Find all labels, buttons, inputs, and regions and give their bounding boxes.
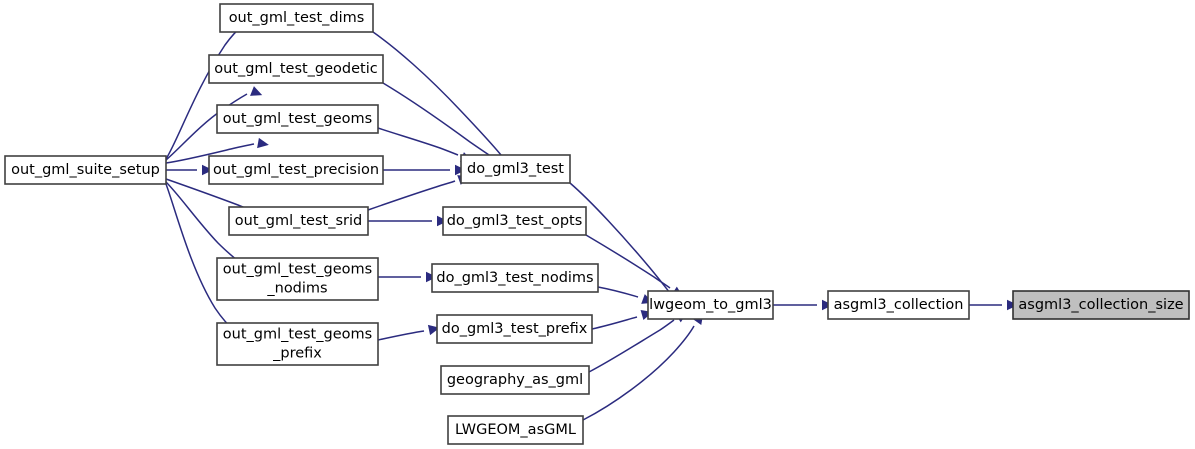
edge-asgml3_collection-to-asgml3_collection_size [969, 299, 1018, 311]
node-box[interactable] [4, 155, 167, 185]
edge-line [165, 143, 255, 164]
node-box[interactable] [442, 206, 587, 236]
node-out_gml_test_geoms_nodims[interactable]: out_gml_test_geoms_nodims [216, 257, 379, 301]
edge-line [588, 319, 675, 373]
edge-line [569, 182, 671, 294]
edge-lwgeom_to_gml3-to-asgml3_collection [773, 299, 833, 311]
arrowhead-icon [202, 164, 213, 176]
edge-line [377, 330, 425, 341]
edge-line [367, 180, 456, 211]
edge-line [372, 31, 502, 156]
node-do_gml3_test_prefix[interactable]: do_gml3_test_prefix [436, 314, 593, 344]
edge-line [597, 286, 639, 298]
node-do_gml3_test[interactable]: do_gml3_test [460, 154, 571, 184]
edge-do_gml3_test_prefix-to-lwgeom_to_gml3 [591, 310, 653, 330]
arrowhead-icon [250, 86, 263, 96]
node-do_gml3_test_opts[interactable]: do_gml3_test_opts [442, 206, 587, 236]
node-out_gml_suite_setup[interactable]: out_gml_suite_setup [4, 155, 167, 185]
node-out_gml_test_geoms_prefix[interactable]: out_gml_test_geoms_prefix [216, 322, 379, 366]
node-box[interactable] [447, 415, 584, 445]
node-box[interactable] [647, 290, 774, 320]
edge-line [585, 234, 671, 289]
edge-line [591, 316, 638, 330]
node-lwgeom_to_gml3[interactable]: lwgeom_to_gml3 [647, 290, 774, 320]
edge-line [582, 325, 695, 421]
node-box[interactable] [208, 155, 384, 185]
node-out_gml_test_geoms[interactable]: out_gml_test_geoms [216, 104, 379, 134]
node-asgml3_collection_size[interactable]: asgml3_collection_size [1012, 290, 1190, 320]
edge-line [377, 127, 459, 156]
node-out_gml_test_srid[interactable]: out_gml_test_srid [228, 206, 369, 236]
edge-line [165, 14, 259, 160]
node-box[interactable] [216, 104, 379, 134]
node-asgml3_collection[interactable]: asgml3_collection [827, 290, 970, 320]
node-box[interactable] [460, 154, 571, 184]
edge-out_gml_test_geoms_prefix-to-do_gml3_test_prefix [377, 324, 440, 341]
edge-out_gml_suite_setup-to-out_gml_test_geoms [165, 137, 269, 164]
node-out_gml_test_geodetic[interactable]: out_gml_test_geodetic [208, 54, 384, 84]
node-box[interactable] [436, 314, 593, 344]
edge-out_gml_test_srid-to-do_gml3_test_opts [368, 215, 448, 227]
node-out_gml_test_dims[interactable]: out_gml_test_dims [219, 3, 374, 33]
node-box[interactable] [228, 206, 369, 236]
node-box[interactable] [1012, 290, 1190, 320]
edge-line [165, 181, 239, 262]
edge-do_gml3_test_nodims-to-lwgeom_to_gml3 [597, 286, 654, 304]
edge-out_gml_test_geoms_nodims-to-do_gml3_test_nodims [378, 271, 437, 283]
node-layer: out_gml_suite_setup out_gml_test_dims out_… [4, 3, 1190, 445]
node-box[interactable] [431, 263, 599, 293]
node-box[interactable] [216, 322, 379, 366]
node-out_gml_test_precision[interactable]: out_gml_test_precision [208, 155, 384, 185]
node-box[interactable] [208, 54, 384, 84]
node-geography_as_gml[interactable]: geography_as_gml [440, 365, 590, 395]
arrowhead-icon [257, 137, 269, 149]
node-box[interactable] [440, 365, 590, 395]
node-box[interactable] [219, 3, 374, 33]
edge-line [382, 82, 499, 162]
node-box[interactable] [827, 290, 970, 320]
node-LWGEOM_asGML[interactable]: LWGEOM_asGML [447, 415, 584, 445]
edge-out_gml_suite_setup-to-out_gml_test_precision [166, 164, 213, 176]
edge-out_gml_test_precision-to-do_gml3_test [383, 164, 466, 176]
node-do_gml3_test_nodims[interactable]: do_gml3_test_nodims [431, 263, 599, 293]
node-box[interactable] [216, 257, 379, 301]
